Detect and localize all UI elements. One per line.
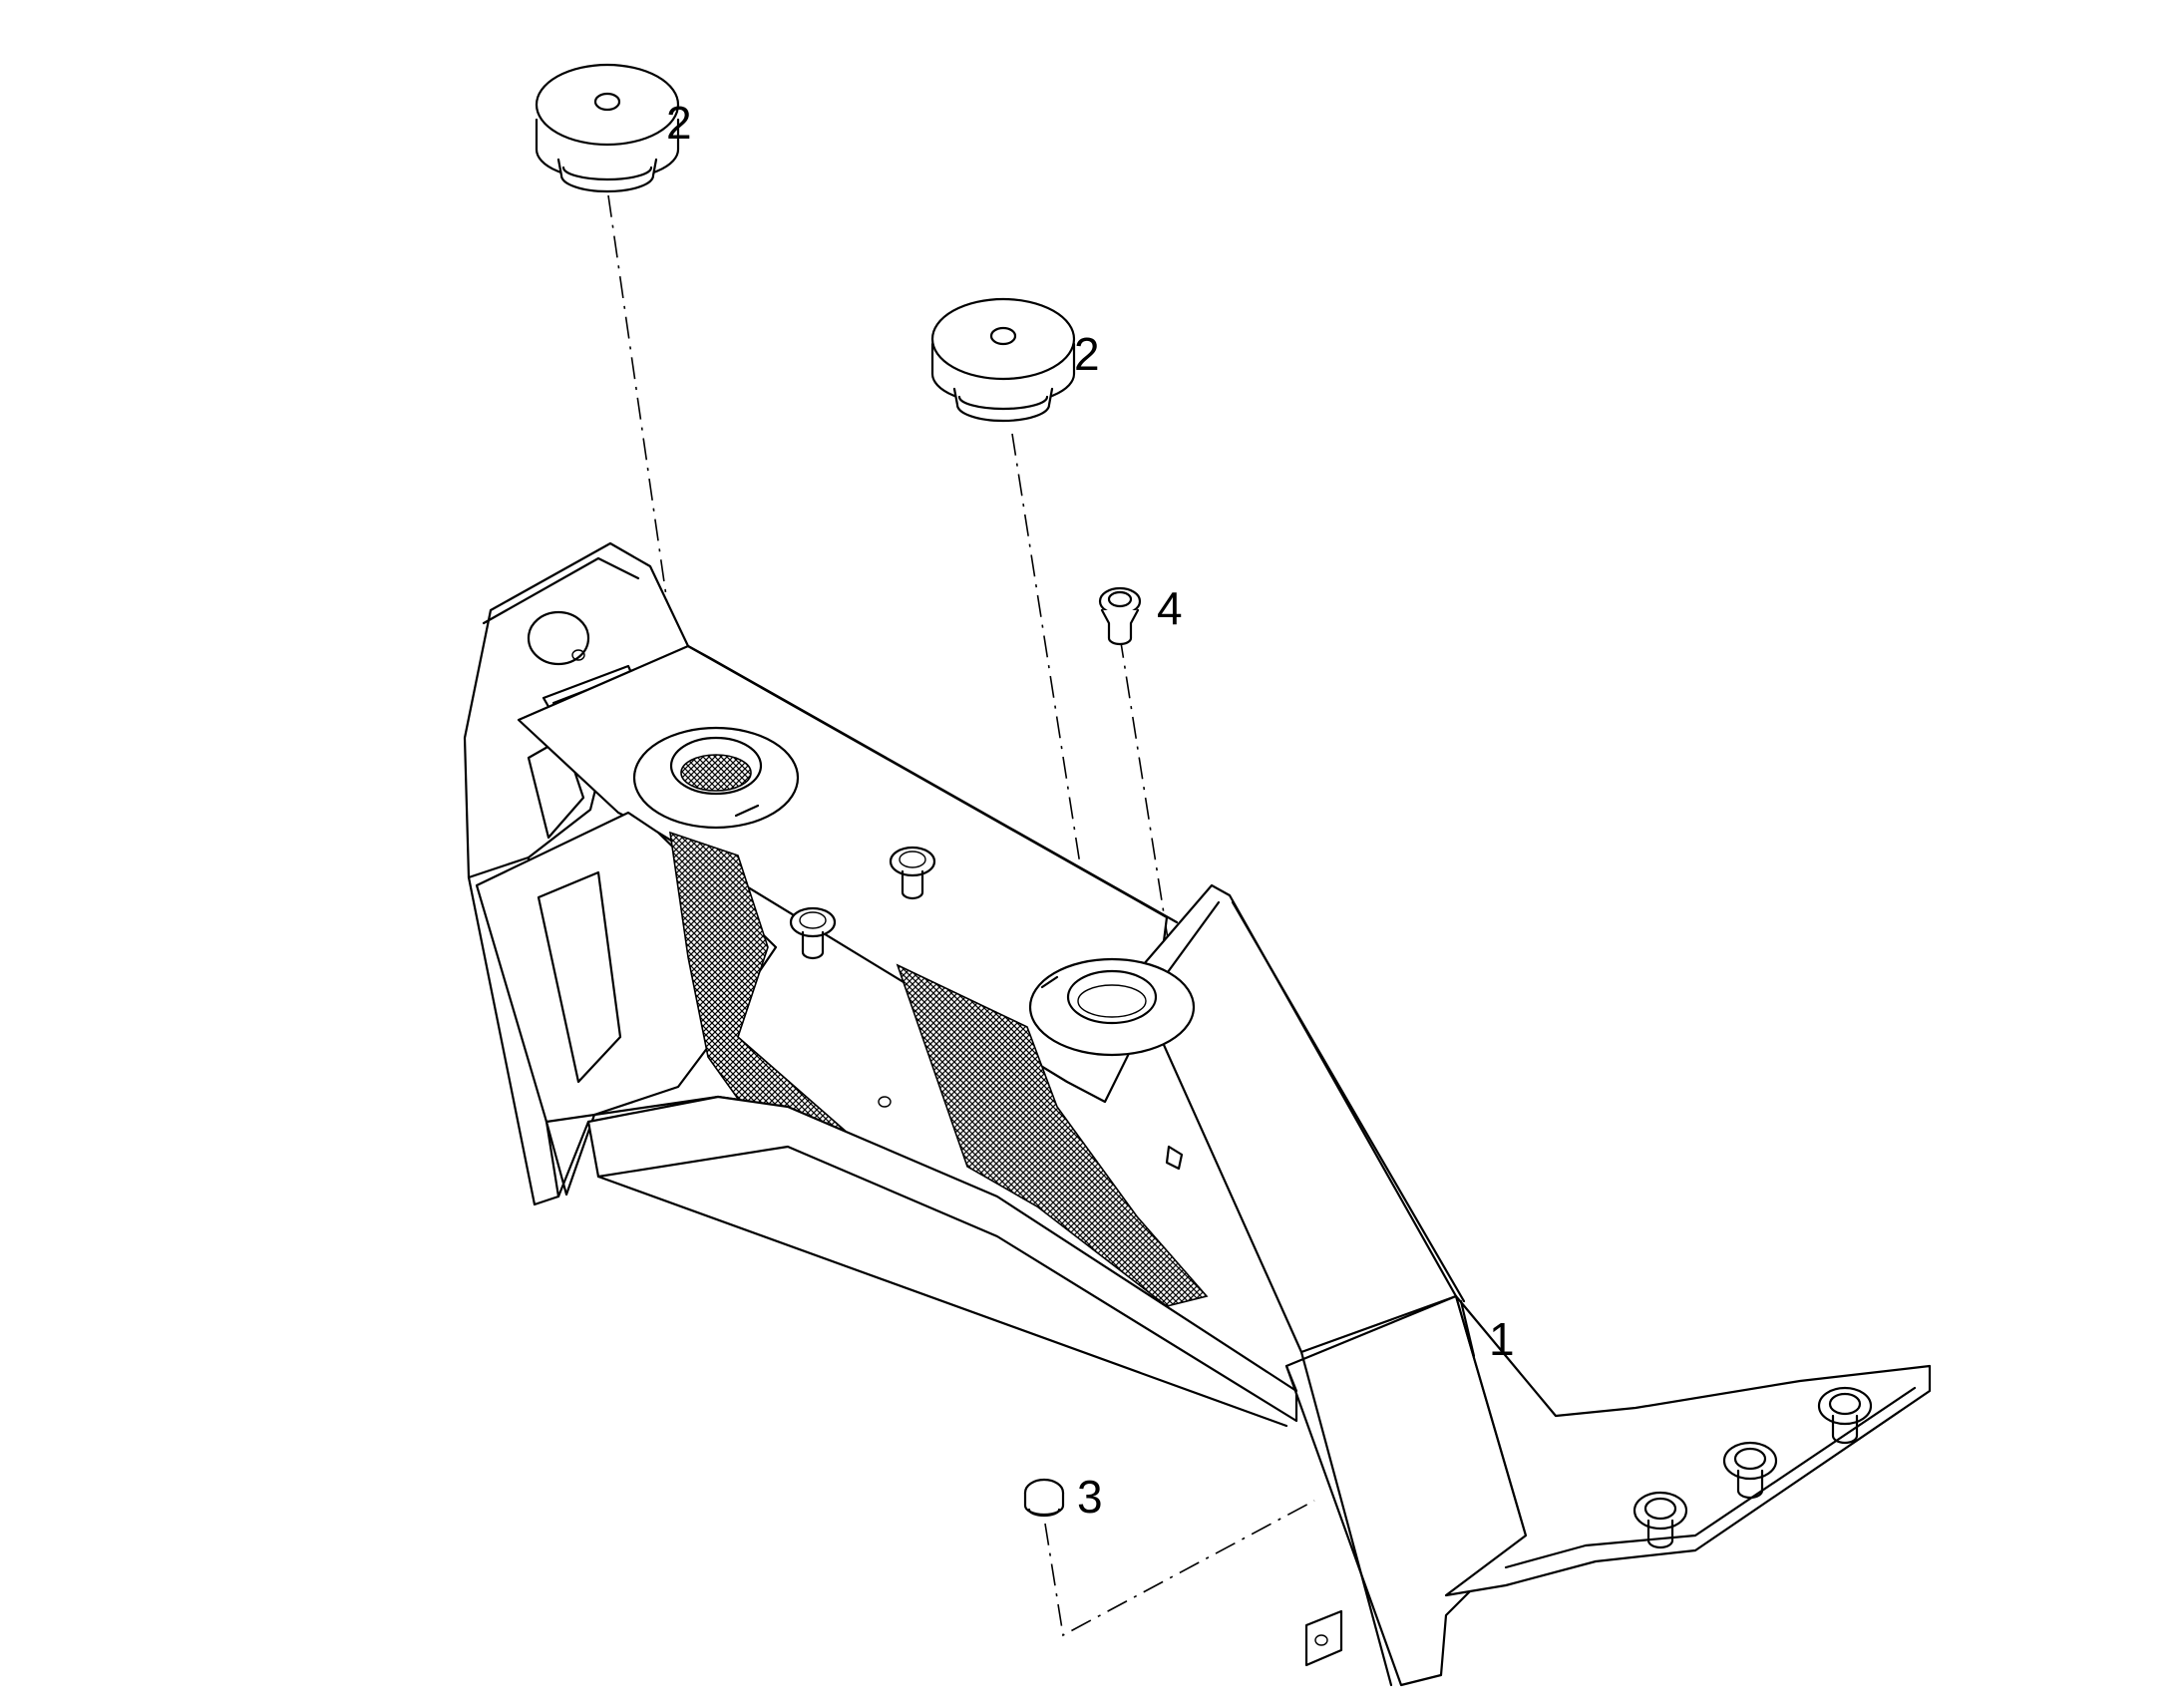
flange-bosses — [1633, 1386, 1873, 1549]
main-bracket — [463, 541, 1932, 1687]
callout-part-1: 1 — [1489, 1313, 1515, 1365]
left-plate-hole — [527, 610, 590, 666]
leader-part-1 — [1459, 1299, 1476, 1358]
assembly-line-plug — [1044, 1500, 1315, 1637]
grommet-upper-right — [930, 297, 1076, 423]
grommet-upper-left — [535, 63, 680, 193]
plug — [1023, 1478, 1065, 1518]
callout-part-3: 3 — [1077, 1471, 1103, 1523]
assembly-line-bushing — [1119, 635, 1170, 946]
mesh-panel-right — [896, 963, 1209, 1307]
lower-rail — [586, 1095, 1298, 1423]
callout-part-2-left: 2 — [666, 97, 692, 149]
callout-part-4: 4 — [1157, 582, 1183, 634]
bushing — [1098, 586, 1142, 646]
right-flange — [1444, 1294, 1932, 1597]
bottom-tab — [1304, 1609, 1343, 1667]
callout-part-2-right: 2 — [1074, 328, 1100, 380]
